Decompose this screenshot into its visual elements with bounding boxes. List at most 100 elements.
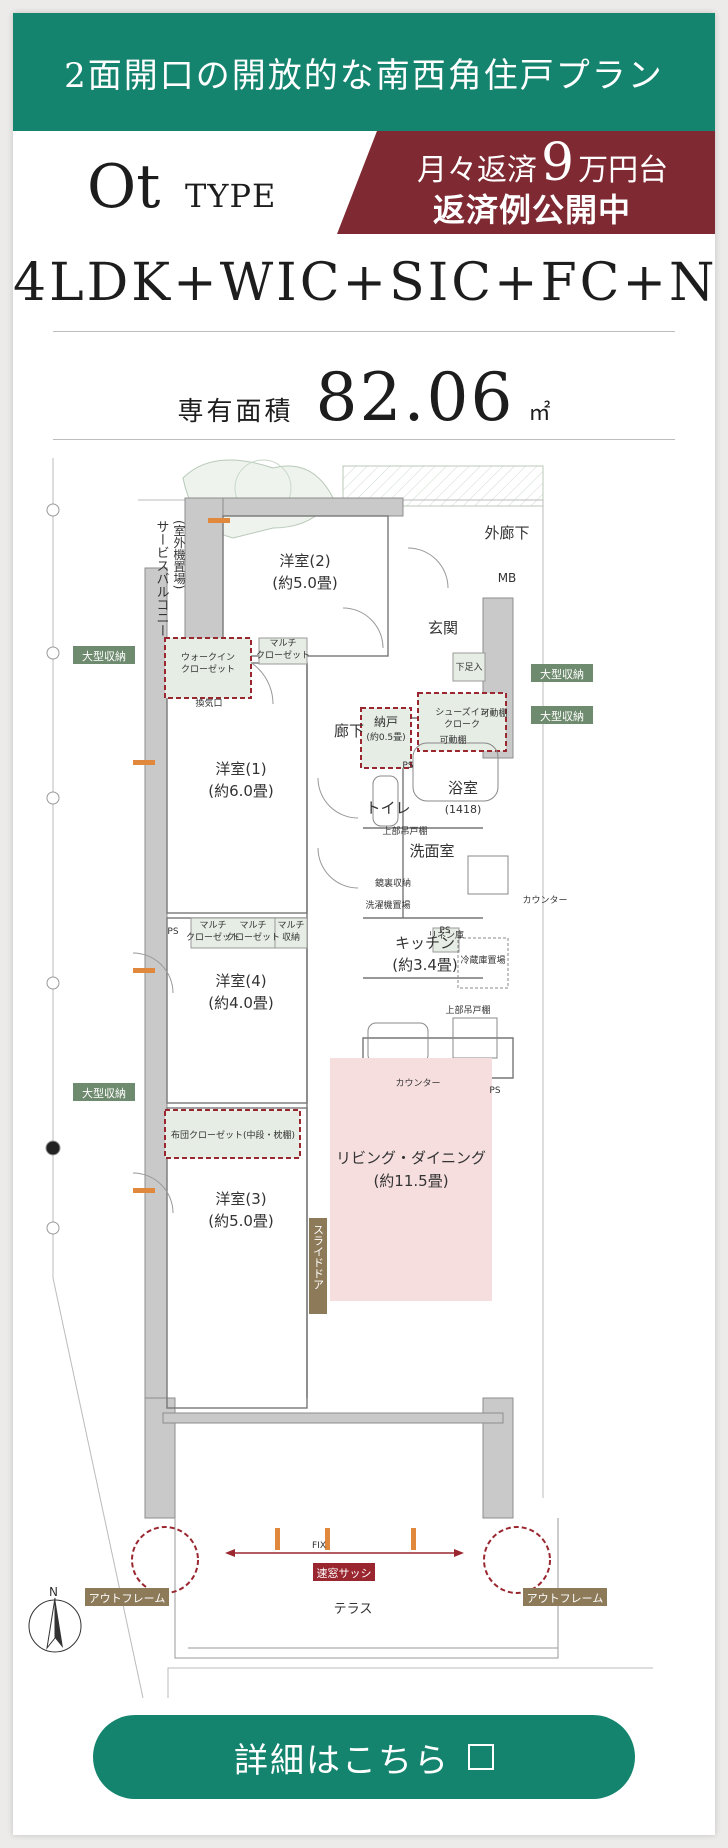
room-western-3-size: (約5.0畳) bbox=[208, 1212, 274, 1230]
nando-size: (約0.5畳) bbox=[366, 731, 405, 743]
bath-fixtures bbox=[367, 742, 509, 1064]
multi-closet-label: マルチ bbox=[269, 638, 296, 649]
terrace-label: テラス bbox=[334, 1602, 373, 1617]
window-vent-arrows bbox=[133, 518, 416, 1550]
room-bath-size: (1418) bbox=[445, 803, 482, 816]
room-bath-label: 浴室 bbox=[448, 779, 478, 797]
floor-area-unit: ㎡ bbox=[528, 401, 551, 426]
walkin-closet-label: ウォークイン bbox=[181, 652, 235, 663]
living-dining-area bbox=[330, 1058, 492, 1301]
divider bbox=[53, 331, 675, 332]
counter-label: カウンター bbox=[395, 1078, 440, 1089]
layout-spec: 4LDK+WIC+SIC+FC+N bbox=[13, 253, 718, 313]
room-kitchen-label: キッチン bbox=[395, 934, 455, 952]
room-western-1-size: (約6.0畳) bbox=[208, 782, 274, 800]
svg-text:大型収納: 大型収納 bbox=[540, 667, 584, 681]
svg-text:大型収納: 大型収納 bbox=[82, 649, 126, 663]
outer-corridor-label: 外廊下 bbox=[484, 524, 529, 542]
linen-label: リネン庫 bbox=[428, 929, 464, 941]
repayment-promo: 月々返済 9 万円台 返済例公開中 bbox=[337, 131, 715, 234]
futon-closet-label: 布団クローゼット(中段・枕棚) bbox=[171, 1129, 295, 1141]
multi-closet-label-2: クローゼット bbox=[256, 649, 310, 661]
room-entrance-label: 玄関 bbox=[428, 619, 458, 637]
room-living-label: リビング・ダイニング bbox=[336, 1149, 486, 1167]
site-markers bbox=[45, 503, 61, 1235]
room-toilet-label: トイレ bbox=[365, 799, 410, 817]
tag-double-sash: 速窓サッシ bbox=[313, 1563, 375, 1581]
floor-area-value: 82.06 bbox=[315, 359, 515, 436]
tag-outframe-right: アウトフレーム bbox=[523, 1588, 607, 1606]
tag-slide-door: スライドドア bbox=[309, 1218, 327, 1314]
room-wash-label: 洗面室 bbox=[409, 842, 454, 860]
room-western-2-size: (約5.0畳) bbox=[272, 574, 338, 592]
details-button-label: 詳細はこちら bbox=[234, 1740, 450, 1781]
service-balcony-label: サービスバルコニー bbox=[154, 520, 170, 637]
promo-number: 9 bbox=[541, 133, 575, 193]
room-living-size: (約11.5畳) bbox=[373, 1172, 448, 1190]
ventilation-label: 換気口 bbox=[195, 697, 222, 709]
movable-shelf-label: 可動棚 bbox=[439, 734, 466, 746]
shoebox-label: 下足入 bbox=[455, 662, 482, 673]
svg-text:大型収納: 大型収納 bbox=[82, 1086, 126, 1100]
type-name: Ot bbox=[87, 152, 161, 222]
room-western-3-label: 洋室(3) bbox=[215, 1190, 266, 1208]
details-button[interactable]: 詳細はこちら bbox=[93, 1715, 635, 1799]
multi-closet-4b-label: マルチ bbox=[239, 920, 266, 931]
promo-prefix: 月々返済 bbox=[417, 153, 537, 188]
north-compass: N bbox=[28, 1585, 82, 1653]
ps-label-1: PS bbox=[167, 927, 178, 937]
fix-label: FIX bbox=[312, 1541, 326, 1551]
service-balcony-sub: (室外機置場) bbox=[172, 520, 186, 589]
ps-label-2: PS bbox=[402, 761, 413, 771]
upper-shelf-wash-label: 上部吊戸棚 bbox=[382, 825, 427, 837]
floor-area-label: 専有面積 bbox=[177, 397, 294, 427]
room-western-1-label: 洋室(1) bbox=[215, 760, 266, 778]
multi-closet-4b-label-2: クローゼット bbox=[226, 931, 280, 943]
plan-headline: 2面開口の開放的な南西角住戸プラン bbox=[64, 55, 664, 96]
terrace-railing bbox=[174, 1518, 559, 1659]
floor-plan: 洋室(2) (約5.0畳) 洋室(1) (約6.0畳) 洋室(4) (約4.0畳… bbox=[13, 458, 715, 1698]
room-western-4-size: (約4.0畳) bbox=[208, 994, 274, 1012]
type-label: TYPE bbox=[185, 177, 277, 215]
svg-text:大型収納: 大型収納 bbox=[540, 709, 584, 723]
plan-headline-banner: 2面開口の開放的な南西角住戸プラン bbox=[13, 13, 715, 131]
counter-wash-label: カウンター bbox=[522, 895, 567, 906]
tag-outframe-left: アウトフレーム bbox=[85, 1588, 169, 1606]
walkin-closet-label-2: クローゼット bbox=[181, 663, 235, 675]
tag-large-storage-2: 大型収納 bbox=[531, 664, 593, 682]
laundry-label: 洗濯機置場 bbox=[365, 899, 410, 911]
wash-storage-label: 鏡裏収納 bbox=[375, 877, 411, 889]
room-western-2-label: 洋室(2) bbox=[279, 552, 330, 570]
multi-storage-label-2: 収納 bbox=[282, 931, 300, 943]
plan-card: 2面開口の開放的な南西角住戸プラン Ot TYPE 月々返済 9 万円台 返済例… bbox=[13, 13, 715, 1835]
movable-shelf-label-2: 可動棚 bbox=[480, 707, 507, 719]
nando-label: 納戸 bbox=[374, 715, 398, 729]
tag-large-storage-1: 大型収納 bbox=[73, 646, 135, 664]
multi-storage-label: マルチ bbox=[277, 920, 304, 931]
divider bbox=[53, 439, 675, 440]
multi-closet-4a-label-2: クローゼット bbox=[186, 931, 240, 943]
large-storage-zones bbox=[164, 637, 507, 1159]
tag-large-storage-4: 大型収納 bbox=[73, 1083, 135, 1101]
outframe-markers bbox=[131, 1526, 551, 1594]
compass-n-label: N bbox=[49, 1585, 58, 1599]
shoes-in-label: シューズイン bbox=[435, 706, 489, 718]
external-link-icon bbox=[464, 1740, 494, 1770]
svg-text:アウトフレーム: アウトフレーム bbox=[89, 1592, 166, 1605]
room-kitchen-size: (約3.4畳) bbox=[392, 956, 458, 974]
fridge-label: 冷蔵庫置場 bbox=[460, 954, 505, 966]
meter-box-label: MB bbox=[498, 571, 517, 585]
promo-line-2: 返済例公開中 bbox=[433, 191, 632, 229]
ps-label-4: PS bbox=[489, 1086, 500, 1096]
floor-area-row: 専有面積 82.06 ㎡ bbox=[13, 359, 715, 436]
upper-shelf-kitchen-label: 上部吊戸棚 bbox=[445, 1004, 490, 1016]
type-bar: Ot TYPE 月々返済 9 万円台 返済例公開中 bbox=[13, 131, 715, 234]
shoes-in-label-2: クローク bbox=[444, 719, 480, 730]
ps-label-3: PS bbox=[439, 926, 450, 936]
tag-large-storage-3: 大型収納 bbox=[531, 706, 593, 724]
svg-text:速窓サッシ: 速窓サッシ bbox=[317, 1566, 372, 1580]
built-in-closets bbox=[190, 637, 486, 953]
promo-suffix: 万円台 bbox=[578, 153, 669, 188]
room-western-4-label: 洋室(4) bbox=[215, 972, 266, 990]
room-hall-label: 廊下 bbox=[334, 722, 364, 740]
